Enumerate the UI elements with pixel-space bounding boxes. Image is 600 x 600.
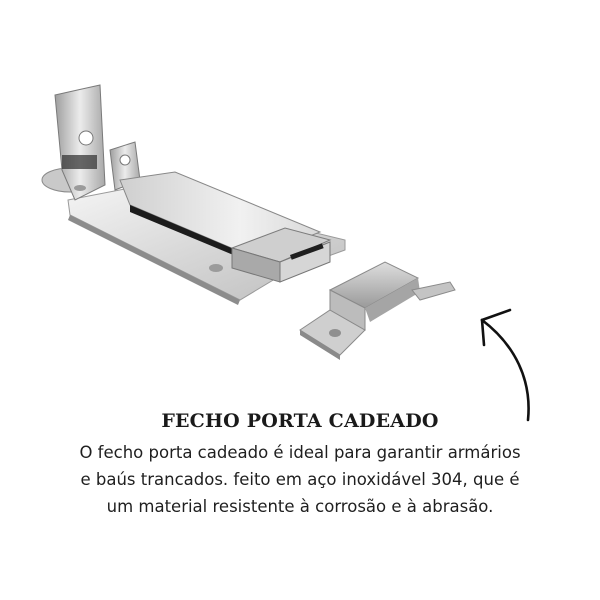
description-line: e baús trancados. feito em aço inoxidáve… — [80, 470, 520, 489]
product-title: FECHO PORTA CADEADO — [161, 410, 439, 432]
product-description: O fecho porta cadeado é ideal para garan… — [20, 439, 580, 520]
product-image — [41, 84, 456, 360]
curved-arrow-icon — [480, 308, 530, 422]
description-line: O fecho porta cadeado é ideal para garan… — [79, 443, 521, 462]
description-line: um material resistente à corrosão e à ab… — [106, 497, 494, 516]
